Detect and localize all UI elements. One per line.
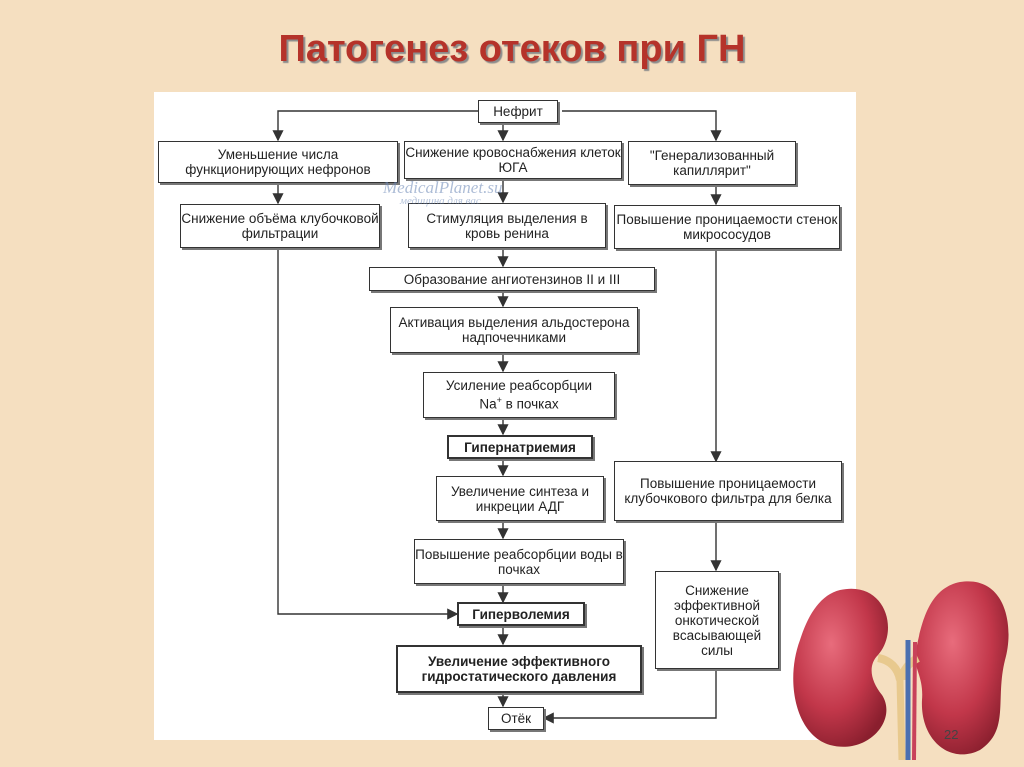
node-capillaritis: "Генерализованный капиллярит" — [628, 141, 796, 185]
right-kidney-icon — [898, 581, 1009, 760]
node-adh: Увеличение синтеза и инкреции АДГ — [436, 476, 604, 521]
node-water-reabs: Повышение реабсорбции воды в почках — [414, 539, 624, 584]
page-number: 22 — [944, 727, 959, 742]
slide-title: Патогенез отеков при ГН — [278, 28, 746, 70]
na-line-2-text: в почках — [505, 396, 559, 412]
kidney-illustration — [793, 581, 1009, 760]
edge-nefrit-nephrons — [272, 110, 478, 142]
node-renin: Стимуляция выделения в кровь ренина — [408, 203, 606, 248]
watermark-sub: медицина для вас — [400, 195, 481, 207]
node-hydrostatic: Увеличение эффективного гидростатическог… — [396, 645, 642, 693]
left-kidney-icon — [793, 588, 906, 760]
node-hypernatremia: Гипернатриемия — [447, 435, 593, 459]
na-line-2: Na+ в почках — [479, 395, 559, 412]
na-line-1: Усиление реабсорбции — [445, 378, 593, 394]
node-oncotic: Снижение эффективной онкотической всасыв… — [655, 571, 779, 669]
diagram-edges — [272, 110, 722, 724]
watermark: MedicalPlanet.su — [383, 178, 503, 197]
edge-gfr-hypervol — [277, 248, 459, 620]
node-angiotensin: Образование ангиотензинов II и III — [369, 267, 655, 291]
node-na-reabsorption: Усиление реабсорбции Na+ в почках — [423, 372, 615, 418]
node-hypervolemia: Гиперволемия — [457, 602, 585, 626]
edge-oncotic-edema — [542, 670, 717, 724]
node-blood-supply: Снижение кровоснабжения клеток ЮГА — [404, 141, 622, 179]
node-edema: Отёк — [488, 707, 544, 730]
node-nefrit: Нефрит — [478, 100, 558, 123]
node-gfr-drop: Снижение объёма клубочковой фильтрации — [180, 204, 380, 248]
node-aldosterone: Активация выделения альдостерона надпоче… — [390, 307, 638, 353]
edge-nefrit-capillaritis — [562, 110, 722, 142]
node-fewer-nephrons: Уменьшение числа функционирующих нефроно… — [158, 141, 398, 183]
node-glom-perm: Повышение проницаемости клубочкового фил… — [614, 461, 842, 521]
node-vessel-perm: Повышение проницаемости стенок микрососу… — [614, 205, 840, 249]
